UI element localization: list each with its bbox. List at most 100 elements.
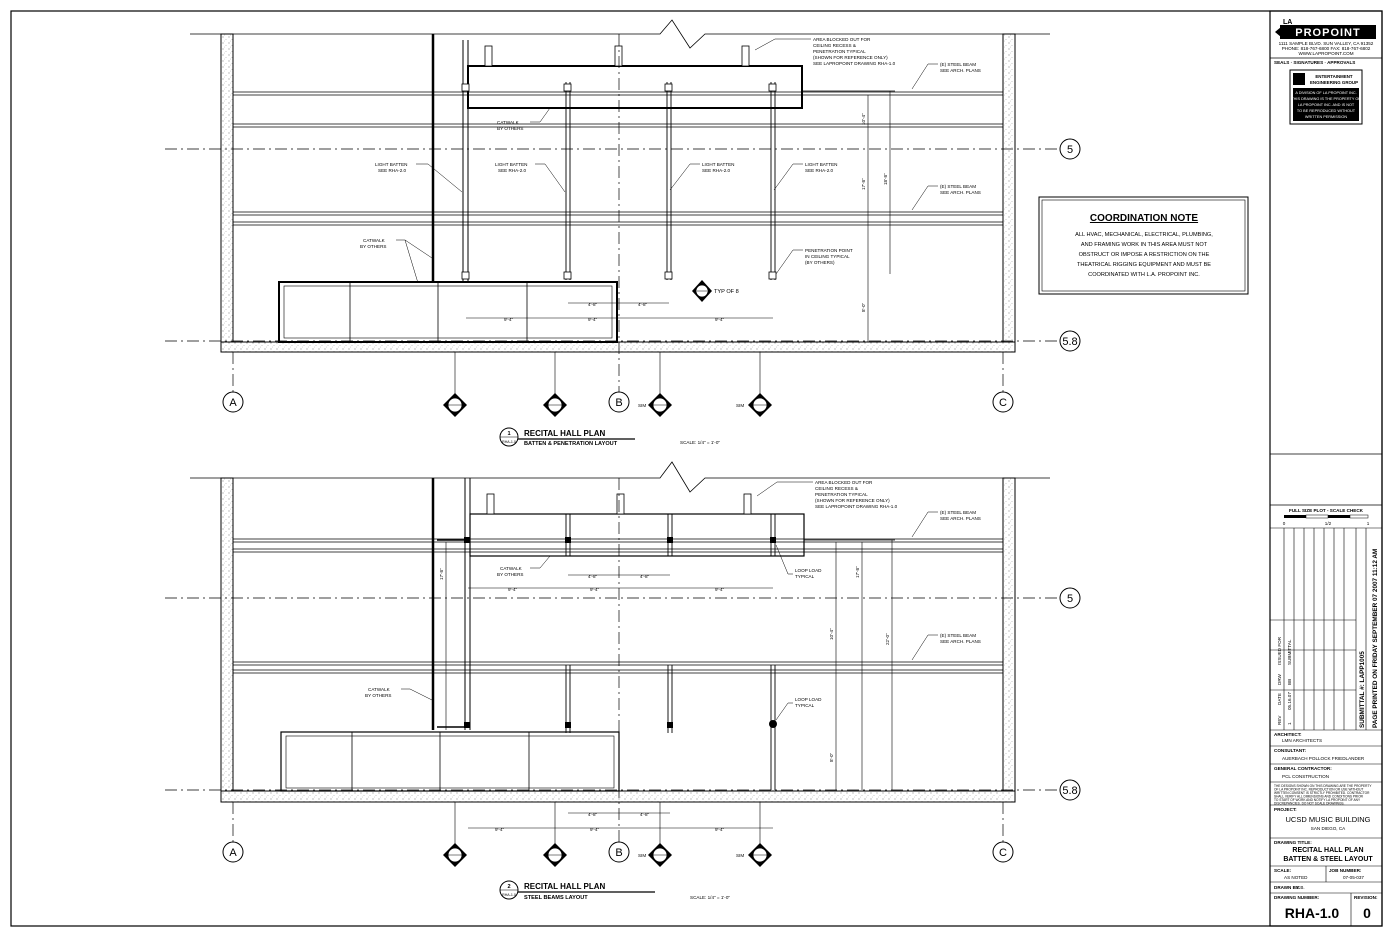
sheet-border	[10, 10, 1383, 927]
dim-label: 9'-4"	[508, 587, 518, 592]
svg-text:1111 SAMPLE BLVD. SUN VALLEY,: 1111 SAMPLE BLVD. SUN VALLEY, CA 91352	[1279, 41, 1374, 46]
svg-text:CATWALK: CATWALK	[363, 238, 386, 243]
svg-text:PHONE: 818-767-6800 FAX: 818-7: PHONE: 818-767-6800 FAX: 818-767-6802	[1282, 46, 1371, 51]
svg-text:LIGHT BATTEN: LIGHT BATTEN	[495, 162, 528, 167]
dim-label: 4'-8"	[588, 574, 598, 579]
steel-member	[565, 514, 776, 790]
svg-text:C: C	[999, 847, 1007, 859]
coordination-note: COORDINATION NOTE ALL HVAC, MECHANICAL, …	[1038, 196, 1249, 295]
svg-text:AREA BLOCKED OUT FOR: AREA BLOCKED OUT FOR	[813, 37, 871, 42]
svg-text:(E) STEEL BEAM: (E) STEEL BEAM	[940, 62, 976, 67]
svg-text:LIGHT BATTEN: LIGHT BATTEN	[805, 162, 838, 167]
ceiling-stub	[484, 45, 750, 67]
svg-text:(E) STEEL BEAM: (E) STEEL BEAM	[940, 510, 976, 515]
svg-text:PROJECT:: PROJECT:	[1274, 807, 1297, 812]
svg-text:5: 5	[1067, 593, 1073, 605]
dim-label: 8'-0"	[829, 752, 834, 762]
dim-label: 17'-8"	[439, 568, 444, 580]
svg-text:SEE LAPROPOINT DRAWING RHA-1.0: SEE LAPROPOINT DRAWING RHA-1.0	[813, 61, 896, 66]
note-steel-beam: (E) STEEL BEAM SEE ARCH. PLANS	[911, 633, 981, 661]
grid-bubble: 5	[1059, 138, 1081, 160]
section-marker	[443, 393, 467, 417]
svg-text:B.B.: B.B.	[1296, 885, 1305, 890]
svg-text:LA: LA	[1283, 19, 1292, 26]
svg-text:SEE ARCH. PLANS: SEE ARCH. PLANS	[940, 68, 981, 73]
svg-text:SEE ARCH. PLANS: SEE ARCH. PLANS	[940, 639, 981, 644]
title-block: LA PROPOINT 1111 SAMPLE BLVD. SUN VALLEY…	[1270, 19, 1382, 926]
svg-text:CONSULTANT:: CONSULTANT:	[1274, 748, 1306, 753]
dim-label: 18'-8"	[883, 173, 888, 185]
svg-text:RECITAL HALL PLAN: RECITAL HALL PLAN	[524, 882, 606, 891]
revision-table	[1270, 527, 1382, 731]
section-marker	[543, 393, 567, 417]
svg-text:05.16.07: 05.16.07	[1287, 692, 1292, 710]
note-catwalk: CATWALK BY OTHERS	[497, 555, 551, 577]
svg-text:SAN DIEGO, CA: SAN DIEGO, CA	[1311, 826, 1346, 831]
dim-label: 10'-4"	[861, 113, 866, 125]
svg-text:SCALE:: SCALE:	[1274, 868, 1292, 873]
svg-text:SHALL VERIFY ALL DIMENSIONS AN: SHALL VERIFY ALL DIMENSIONS AND CONDITIO…	[1274, 795, 1364, 799]
section-marker	[543, 843, 567, 867]
svg-text:REV: REV	[1277, 715, 1282, 725]
steel-beam	[233, 91, 1003, 226]
dim-label: 4'-8"	[588, 812, 598, 817]
grid-bubble: C	[992, 841, 1014, 863]
wall-bottom	[220, 790, 1016, 803]
dim-label: 17'-8"	[855, 566, 860, 578]
svg-text:RHA-1.0: RHA-1.0	[502, 893, 516, 897]
revision-number: 0	[1363, 905, 1371, 921]
svg-text:OBSTRUCT OR IMPOSE A RESTRICTI: OBSTRUCT OR IMPOSE A RESTRICTION ON THE	[1079, 252, 1210, 258]
coordination-note-title: COORDINATION NOTE	[1090, 213, 1198, 224]
grid-bubble: B	[608, 391, 630, 413]
light-batten	[565, 82, 776, 280]
grid-bubble: A	[222, 391, 244, 413]
svg-text:2: 2	[507, 884, 510, 890]
svg-text:SUBMITTAL: SUBMITTAL	[1287, 639, 1292, 665]
project-name: UCSD MUSIC BUILDING	[1285, 815, 1370, 824]
svg-text:AUERBACH POLLOCK FRIEDLANDER: AUERBACH POLLOCK FRIEDLANDER	[1282, 756, 1365, 761]
svg-text:SCALE: 1/4" = 1'-0": SCALE: 1/4" = 1'-0"	[680, 440, 720, 445]
svg-text:DATE: DATE	[1277, 693, 1282, 705]
note-penetration: PENETRATION POINT IN CEILING TYPICAL (BY…	[775, 248, 853, 275]
wall-left	[220, 477, 234, 803]
plan-2-steel-beams: 9'-4" 9'-4" 4'-8" 4'-8" 9'-4" 9'-4" 9'-4…	[165, 461, 1081, 901]
svg-text:LA PROPOINT INC. AND IS NOT: LA PROPOINT INC. AND IS NOT	[1298, 103, 1355, 107]
svg-text:TYPICAL: TYPICAL	[795, 703, 815, 708]
dim-label: 9'-4"	[715, 827, 725, 832]
section-marker: SIM	[638, 843, 672, 867]
dimension-line	[445, 540, 893, 829]
dim-label: 8'-0"	[861, 302, 866, 312]
svg-text:AND FRAMING WORK IN THIS AREA: AND FRAMING WORK IN THIS AREA MUST NOT	[1081, 242, 1208, 248]
svg-text:RHA-1.0: RHA-1.0	[502, 440, 516, 444]
break-line	[190, 19, 1050, 49]
dim-label: 9'-4"	[715, 317, 725, 322]
svg-text:JOB NUMBER:: JOB NUMBER:	[1329, 868, 1362, 873]
svg-text:BY OTHERS: BY OTHERS	[365, 693, 391, 698]
svg-text:(BY OTHERS): (BY OTHERS)	[805, 260, 835, 265]
svg-text:B: B	[615, 397, 622, 409]
section-marker: SIM	[736, 393, 772, 417]
note-catwalk: CATWALK BY OTHERS	[365, 687, 433, 701]
svg-text:ARCHITECT:: ARCHITECT:	[1274, 732, 1302, 737]
svg-text:07-05-037: 07-05-037	[1343, 875, 1364, 880]
svg-text:1: 1	[1287, 722, 1292, 725]
blocked-ceiling-area	[469, 513, 805, 557]
section-marker: SIM	[638, 393, 672, 417]
svg-text:SIM: SIM	[736, 853, 744, 858]
svg-text:5.8: 5.8	[1062, 336, 1077, 348]
penetration-point	[461, 83, 777, 280]
title-block-frame	[1269, 10, 1383, 927]
svg-text:DRAWING TITLE:: DRAWING TITLE:	[1274, 840, 1312, 845]
load-point	[464, 537, 777, 728]
svg-text:1/2: 1/2	[1325, 521, 1332, 526]
ceiling-stub	[486, 493, 752, 515]
scale-bar: 0 1/2 1	[1283, 514, 1370, 526]
section-marker: SIM	[736, 843, 772, 867]
note-area-blocked: AREA BLOCKED OUT FOR CEILING RECESS & PE…	[754, 37, 896, 66]
svg-text:SEALS · SIGNATURES · APPROVALS: SEALS · SIGNATURES · APPROVALS	[1274, 60, 1355, 65]
dim-label: 9'-4"	[715, 587, 725, 592]
blocked-ceiling-area	[467, 65, 803, 109]
plan-title: 2 RHA-1.0 RECITAL HALL PLAN STEEL BEAMS …	[499, 880, 730, 901]
note-catwalk: CATWALK BY OTHERS	[497, 107, 551, 131]
note-light-batten: LIGHT BATTEN SEE RHA-2.0	[495, 162, 566, 193]
